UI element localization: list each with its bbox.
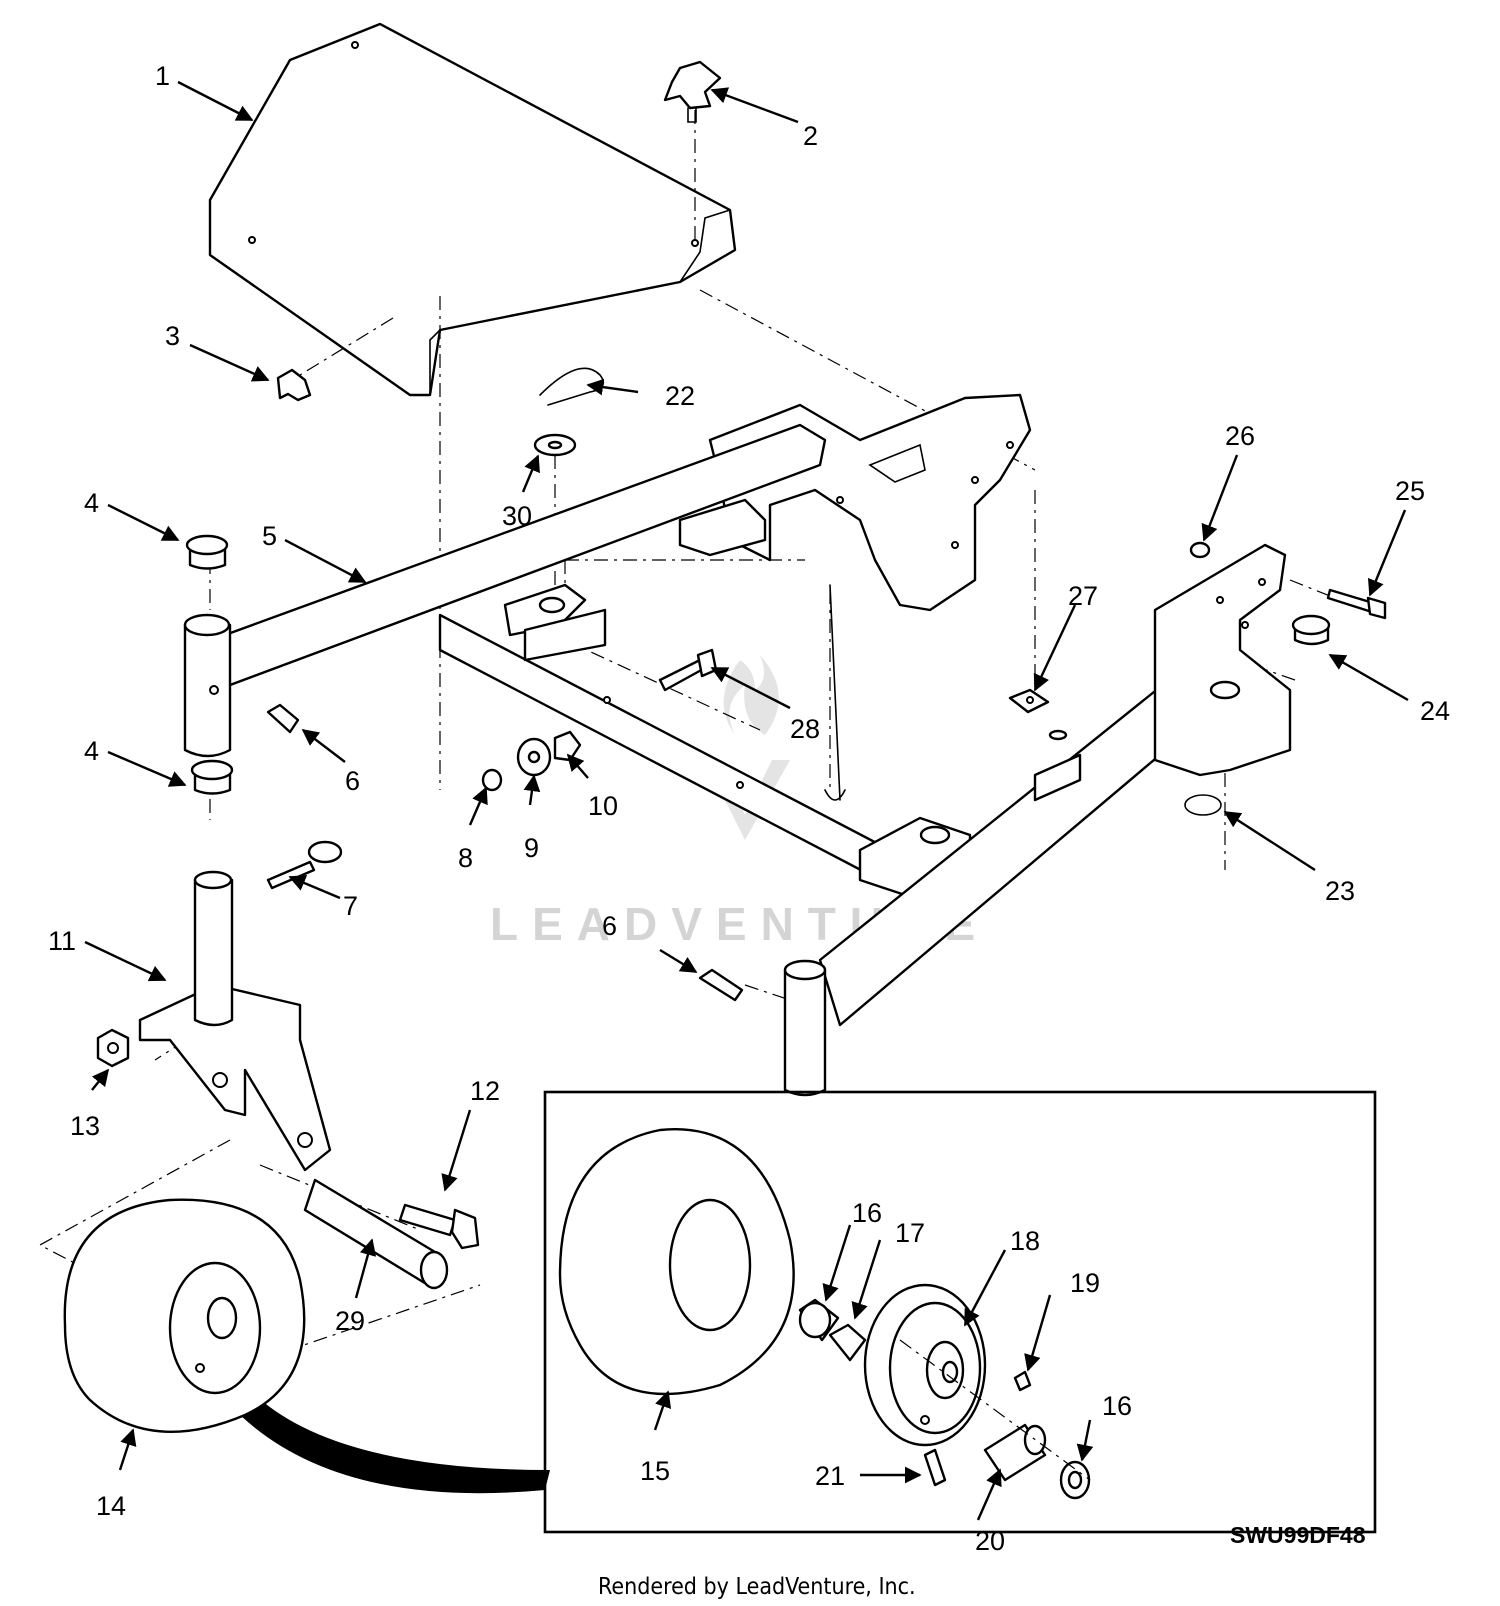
part-6-grease-fitting-a <box>266 703 300 734</box>
callout-11: 11 <box>48 926 76 956</box>
callout-16-a: 16 <box>852 1198 882 1228</box>
callout-3: 3 <box>165 321 180 351</box>
callout-13: 13 <box>70 1111 100 1141</box>
part-1-shield <box>208 22 737 397</box>
part-4-bushing-lower <box>190 759 234 795</box>
callout-22: 22 <box>665 381 695 411</box>
part-14-wheel <box>63 1198 550 1494</box>
part-12-bolt <box>398 1203 480 1250</box>
callout-28: 28 <box>790 714 820 744</box>
callout-4-upper: 4 <box>84 488 99 518</box>
callout-9: 9 <box>524 833 539 863</box>
callout-17: 17 <box>895 1218 925 1248</box>
part-2-knob <box>663 60 722 123</box>
callout-6-a: 6 <box>345 766 360 796</box>
part-8-lock-washer <box>481 768 503 792</box>
part-29-spacer <box>303 1178 449 1290</box>
callout-6-b: 6 <box>602 911 617 941</box>
callout-12: 12 <box>470 1076 500 1106</box>
callout-15: 15 <box>640 1456 670 1486</box>
part-4-bushing-upper <box>185 534 229 570</box>
part-13-nut <box>96 1028 130 1068</box>
callout-4-lower: 4 <box>84 736 99 766</box>
callout-8: 8 <box>458 843 473 873</box>
callout-20: 20 <box>975 1526 1005 1556</box>
drawing-code: SWU99DF48 <box>1230 1522 1366 1548</box>
callout-labels: 1 2 3 4 5 4 6 6 7 8 9 10 11 12 13 14 15 … <box>48 61 1450 1556</box>
part-7-pin <box>266 840 343 890</box>
callout-5: 5 <box>262 521 277 551</box>
callout-18: 18 <box>1010 1226 1040 1256</box>
leader-arrows <box>84 80 1409 1521</box>
part-30-washer <box>533 433 577 457</box>
callout-23: 23 <box>1325 876 1355 906</box>
callout-24: 24 <box>1420 696 1450 726</box>
detail-inset <box>543 1090 1377 1534</box>
credit-line: Rendered by LeadVenture, Inc. <box>598 1574 916 1600</box>
callout-27: 27 <box>1068 581 1098 611</box>
callout-29: 29 <box>335 1306 365 1336</box>
part-6-grease-fitting-b <box>698 968 744 1002</box>
part-9-washer <box>516 737 552 777</box>
callout-25: 25 <box>1395 476 1425 506</box>
frame-assembly <box>183 393 1292 1097</box>
callout-16-b: 16 <box>1102 1391 1132 1421</box>
callout-30: 30 <box>502 501 532 531</box>
callout-2: 2 <box>803 121 818 151</box>
part-3-knob <box>276 368 312 402</box>
callout-26: 26 <box>1225 421 1255 451</box>
callout-1: 1 <box>155 61 170 91</box>
callout-19: 19 <box>1070 1268 1100 1298</box>
part-27-clip <box>1008 688 1050 714</box>
part-10-nut <box>553 730 582 762</box>
part-23-snap-ring <box>1184 794 1222 816</box>
callout-10: 10 <box>588 791 618 821</box>
callout-21: 21 <box>815 1461 845 1491</box>
part-11-caster-fork <box>138 870 332 1172</box>
part-28-bolt <box>658 648 718 692</box>
part-24-bushing <box>1291 614 1331 646</box>
callout-7: 7 <box>343 891 358 921</box>
callout-14: 14 <box>96 1491 126 1521</box>
part-26-cap <box>1189 541 1211 559</box>
part-25-bolt <box>1326 588 1387 620</box>
